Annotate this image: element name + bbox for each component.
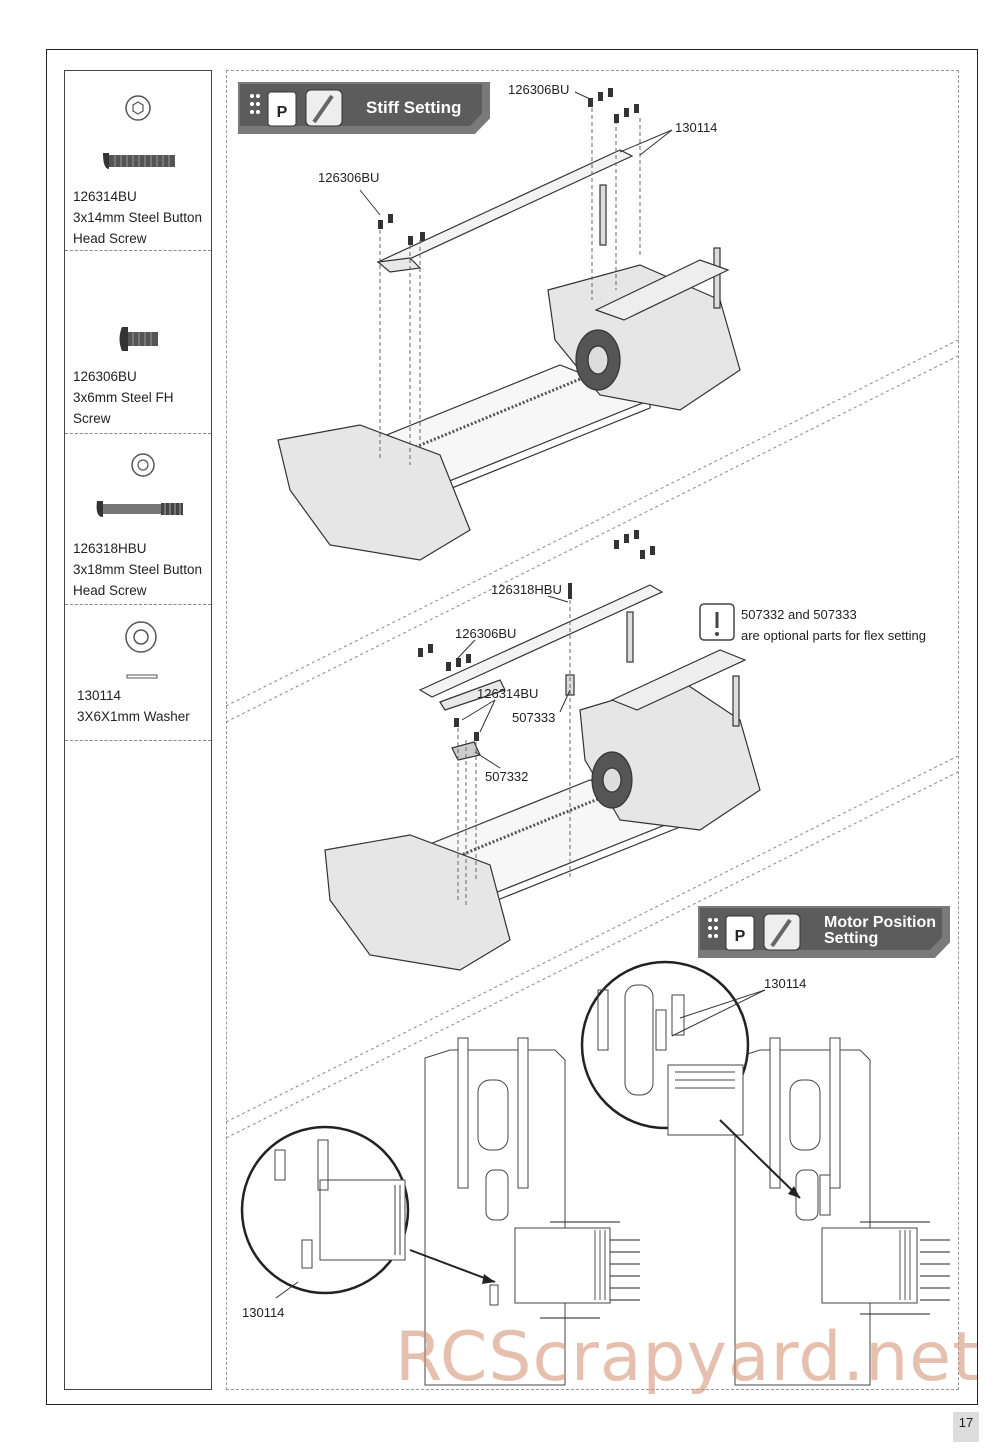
page-frame [46, 49, 978, 1405]
svg-text:P: P [277, 104, 288, 121]
note-line2: are optional parts for flex setting [741, 628, 926, 643]
divider [65, 604, 211, 605]
parts-list: 126314BU 3x14mm Steel Button Head Screw … [64, 70, 212, 1390]
stiff-setting-badge: P Stiff Setting [238, 82, 490, 134]
part-code: 130114 [77, 688, 122, 703]
badge-title-line1: Motor Position [824, 914, 936, 931]
part-126306bu: 126306BU 3x6mm Steel FH Screw [65, 251, 211, 433]
label-130114-right: 130114 [764, 976, 807, 991]
part-126318hbu: 126318HBU 3x18mm Steel Button Head Screw [65, 433, 211, 605]
motor-position-badge: P Motor Position Setting [698, 906, 950, 958]
part-130114: 130114 3X6X1mm Washer [65, 605, 211, 741]
part-code: 126314BU [73, 189, 137, 204]
part-desc: 3x18mm Steel Button [73, 562, 203, 577]
part-126314bu: 126314BU 3x14mm Steel Button Head Screw [65, 71, 211, 251]
divider [65, 250, 211, 251]
part-desc: 3x14mm Steel Button [73, 210, 203, 225]
fh-screw-icon [119, 327, 158, 351]
label-126306bu-left: 126306BU [318, 170, 380, 185]
page-number: 17 [953, 1412, 979, 1442]
part-code: 126318HBU [73, 541, 147, 556]
badge-title: Stiff Setting [366, 98, 462, 117]
label-507332: 507332 [485, 769, 529, 784]
svg-text:P: P [735, 928, 746, 945]
washer-icon [125, 621, 158, 679]
divider [65, 740, 211, 741]
part-desc: 3x6mm Steel FH [73, 390, 174, 405]
divider [65, 433, 211, 434]
label-126318hbu: 126318HBU [491, 582, 562, 597]
part-desc: Screw [73, 411, 111, 426]
label-126306bu-top: 126306BU [508, 82, 570, 97]
long-button-screw-icon [96, 453, 183, 517]
label-126306bu-flex: 126306BU [455, 626, 517, 641]
note-line1: 507332 and 507333 [741, 607, 857, 622]
button-screw-icon [103, 95, 175, 169]
label-507333: 507333 [512, 710, 556, 725]
label-130114: 130114 [675, 120, 718, 135]
badge-icons: P [708, 913, 801, 951]
watermark-text: RCScrapyard.net [395, 1318, 980, 1397]
label-130114-left: 130114 [242, 1305, 285, 1320]
part-desc: Head Screw [73, 583, 147, 598]
part-code: 126306BU [73, 369, 137, 384]
part-desc: Head Screw [73, 231, 147, 246]
label-126314bu: 126314BU [477, 686, 539, 701]
badge-icons: P [250, 89, 343, 127]
part-desc: 3X6X1mm Washer [77, 709, 190, 724]
badge-title-line2: Setting [824, 930, 879, 947]
assembly-area [226, 70, 959, 1390]
